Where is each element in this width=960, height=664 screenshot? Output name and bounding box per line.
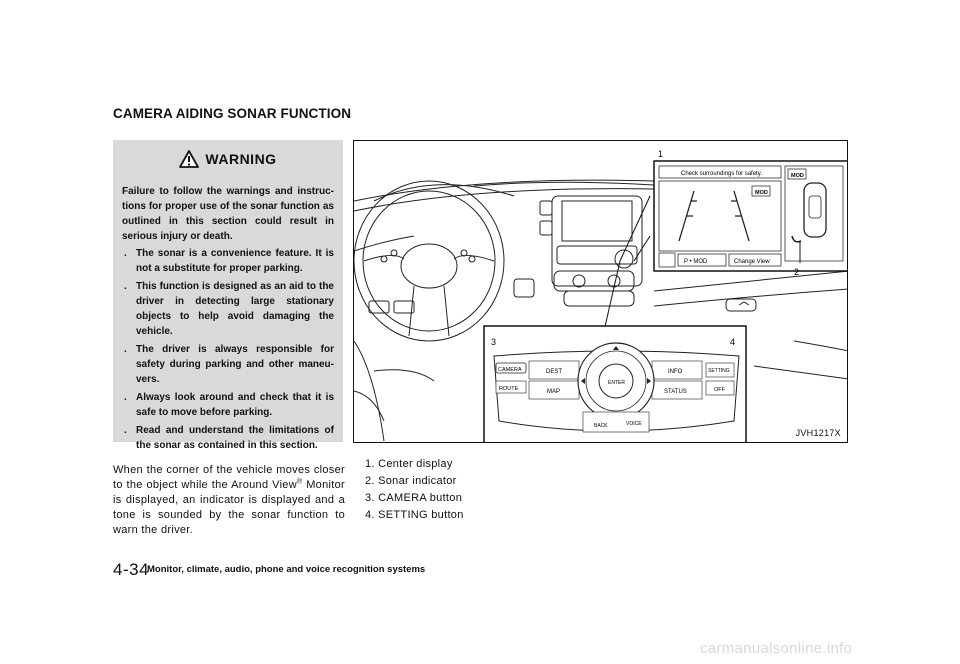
info-button[interactable]: INFO bbox=[668, 369, 683, 375]
callout-4: 4 bbox=[730, 337, 735, 347]
caption-item: 1. Center display bbox=[365, 458, 453, 470]
warning-header: WARNING bbox=[122, 150, 334, 168]
setting-button[interactable]: SETTING bbox=[708, 368, 730, 374]
warning-bullet: .The driver is always responsible for sa… bbox=[124, 344, 334, 385]
chapter-title: Monitor, climate, audio, phone and voice… bbox=[147, 564, 426, 575]
back-button[interactable]: BACK bbox=[594, 423, 608, 429]
off-button[interactable]: OFF bbox=[714, 387, 726, 393]
display-mode-button: P • MOD bbox=[684, 259, 708, 265]
body-paragraph: When the corner of the vehicle moves clo… bbox=[113, 464, 345, 536]
warning-bullet: .This function is designed as an aid to … bbox=[124, 281, 334, 337]
warning-bullets: .The sonar is a convenience feature. It … bbox=[122, 246, 334, 453]
center-display-inset bbox=[653, 160, 847, 272]
caption-item: 3. CAMERA button bbox=[365, 492, 463, 504]
warning-triangle-icon bbox=[179, 150, 200, 168]
warning-title: WARNING bbox=[205, 151, 277, 167]
warning-bullet: .The sonar is a convenience feature. It … bbox=[124, 248, 334, 274]
enter-button[interactable]: ENTER bbox=[608, 380, 625, 386]
watermark: carmanualsonline.info bbox=[700, 640, 853, 657]
status-button[interactable]: STATUS bbox=[664, 389, 687, 395]
callout-1: 1 bbox=[658, 149, 663, 159]
voice-button[interactable]: VOICE bbox=[626, 421, 642, 427]
caption-item: 2. Sonar indicator bbox=[365, 475, 457, 487]
camera-button[interactable]: CAMERA bbox=[498, 367, 522, 373]
warning-bullet: .Read and understand the limitations of … bbox=[124, 425, 334, 451]
dest-button[interactable]: DEST bbox=[546, 369, 562, 375]
section-title: CAMERA AIDING SONAR FUNCTION bbox=[113, 106, 352, 121]
display-change-view-button: Change View bbox=[734, 259, 770, 265]
route-button[interactable]: ROUTE bbox=[499, 386, 519, 392]
figure-code: JVH1217X bbox=[795, 428, 841, 438]
caption-item: 4. SETTING button bbox=[365, 509, 464, 521]
display-message: Check surroundings for safety. bbox=[681, 171, 762, 177]
callout-2: 2 bbox=[794, 267, 799, 277]
figure-captions: 1. Center display 2. Sonar indicator 3. … bbox=[365, 456, 464, 524]
callout-3: 3 bbox=[491, 337, 496, 347]
display-mod-label: MOD bbox=[755, 190, 768, 196]
warning-box: WARNING Failure to follow the warnings a… bbox=[113, 140, 343, 451]
control-panel-inset bbox=[483, 325, 747, 442]
dashboard-figure: 1 2 Check surroundings for safety. MOD M… bbox=[353, 140, 848, 443]
display-mod-label-2: MOD bbox=[791, 173, 804, 179]
warning-bullet: .Always look around and check that it is… bbox=[124, 392, 334, 418]
map-button[interactable]: MAP bbox=[547, 389, 560, 395]
warning-intro: Failure to follow the warnings and instr… bbox=[122, 186, 334, 242]
dashboard-illustration: 1 2 Check surroundings for safety. MOD M… bbox=[354, 149, 847, 442]
page-number: 4-34 bbox=[113, 560, 150, 579]
